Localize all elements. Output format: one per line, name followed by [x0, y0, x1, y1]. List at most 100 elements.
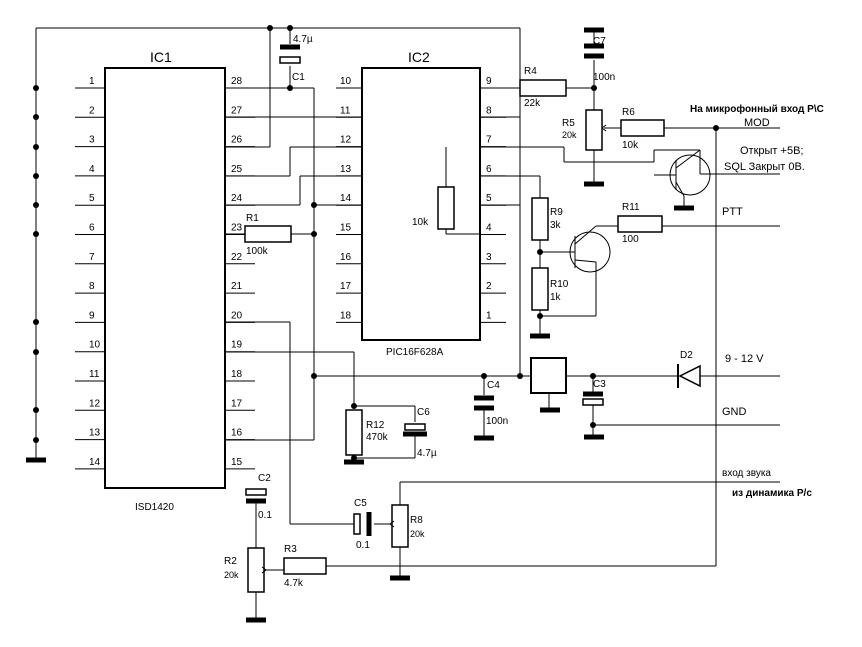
- ic1-pin-number: 13: [89, 428, 101, 439]
- c5: C5 0.1: [353, 498, 372, 551]
- ic1-pin-number: 21: [231, 281, 243, 292]
- ic1-pin-number: 20: [231, 310, 243, 321]
- ic2-pin-number: 8: [486, 105, 492, 116]
- c6-value: 4.7µ: [417, 448, 437, 459]
- label-mod: MOD: [744, 117, 770, 129]
- d2: D2: [677, 350, 701, 388]
- ic2-pin-number: 15: [340, 223, 352, 234]
- ic2-pin-number: 5: [486, 193, 492, 204]
- r12-ref: R12: [366, 420, 385, 431]
- wires: [26, 27, 780, 618]
- transistor-sql: [669, 154, 711, 196]
- c1: 4.7µ C1: [279, 34, 313, 83]
- r10: R10 1k: [531, 267, 569, 311]
- ic1-pin-number: 18: [231, 369, 243, 380]
- c6: C6 4.7µ: [403, 407, 437, 459]
- ic1-pin-number: 2: [89, 105, 95, 116]
- r5: R5 20k: [562, 109, 607, 151]
- r8-ref: R8: [410, 515, 423, 526]
- ic1-pin-number: 11: [89, 369, 100, 380]
- ic2-pin-number: 6: [486, 164, 492, 175]
- r11-value: 100: [622, 234, 639, 245]
- c5-value: 0.1: [356, 540, 370, 551]
- c4-value: 100n: [486, 416, 508, 427]
- r11: R11 100: [617, 202, 663, 245]
- ic1-part: ISD1420: [135, 502, 174, 513]
- ic1-pin-number: 23: [231, 223, 243, 234]
- c7-ref: C7: [593, 36, 606, 47]
- grounds: [26, 27, 694, 623]
- label-gnd: GND: [722, 406, 747, 418]
- ic2-pin-number: 17: [340, 281, 352, 292]
- ic1-pin-number: 26: [231, 135, 243, 146]
- signal-labels: На микрофонный вход Р\С MOD Открыт +5В; …: [690, 103, 824, 499]
- ic1-pin-number: 4: [89, 164, 95, 175]
- label-sql: SQL Закрыт 0В.: [724, 161, 805, 173]
- ic1-pin-number: 1: [89, 76, 95, 87]
- c3: C3: [582, 379, 606, 406]
- ic2-body: [361, 67, 481, 341]
- ic1-pin-number: 8: [89, 281, 95, 292]
- ic1: IC1 ISD1420 1234567891011121314282726252…: [75, 49, 255, 513]
- r9: R9 3k: [531, 197, 563, 241]
- ic2-part: PIC16F628A: [386, 347, 444, 358]
- ic2-pin-number: 2: [486, 281, 492, 292]
- ic1-pin-number: 3: [89, 135, 95, 146]
- ic2: IC2 PIC16F628A 1011121314151617189876543…: [336, 49, 506, 358]
- label-power: 9 - 12 V: [725, 353, 764, 365]
- label-speaker: из динамика Р/с: [732, 488, 812, 499]
- ic1-pin-number: 19: [231, 340, 243, 351]
- ic2-title: IC2: [408, 49, 430, 65]
- ic1-pin-number: 9: [89, 310, 95, 321]
- r2-value: 20k: [224, 570, 239, 580]
- ic1-pin-number: 6: [89, 223, 95, 234]
- ic1-pin-number: 28: [231, 76, 243, 87]
- label-mic-in: На микрофонный вход Р\С: [690, 103, 824, 115]
- r4-ref: R4: [524, 66, 537, 77]
- r10-value: 1k: [550, 292, 562, 303]
- regulator: [530, 357, 567, 394]
- label-open: Открыт +5В;: [740, 145, 803, 157]
- ic2-pin-number: 10: [340, 76, 352, 87]
- c7: C7 100n: [584, 30, 615, 83]
- ic1-title: IC1: [150, 49, 172, 65]
- transistor-ptt: [569, 231, 611, 273]
- r3-ref: R3: [284, 544, 297, 555]
- c4-ref: C4: [487, 380, 500, 391]
- r10-ref: R10: [550, 279, 569, 290]
- ic2-pin-number: 14: [340, 193, 352, 204]
- c1-value: 4.7µ: [293, 34, 313, 45]
- r2: R2 20k: [224, 547, 267, 593]
- ic1-body: [104, 67, 226, 489]
- ic1-pin-number: 7: [89, 252, 95, 263]
- r1-ref: R1: [246, 213, 259, 224]
- r2-ref: R2: [224, 556, 237, 567]
- r4-value: 22k: [524, 98, 541, 109]
- r6: R6 10k: [620, 107, 665, 151]
- ic2-pin-number: 13: [340, 164, 352, 175]
- ic2-pin-number: 11: [340, 105, 351, 116]
- ic1-pin-number: 14: [89, 457, 101, 468]
- r6-ref: R6: [622, 107, 635, 118]
- r12-value: 470k: [366, 432, 389, 443]
- ic2-pin-number: 4: [486, 223, 492, 234]
- label-audio-in: вход звука: [722, 468, 771, 479]
- c4: C4 100n: [474, 380, 508, 436]
- label-ptt: PTT: [722, 206, 743, 218]
- ic1-pin-number: 15: [231, 457, 243, 468]
- c7-value: 100n: [593, 72, 615, 83]
- ic2-pin-number: 16: [340, 252, 352, 263]
- r4: R4 22k: [519, 66, 567, 109]
- ic1-pin-number: 17: [231, 398, 243, 409]
- ic1-pin-number: 5: [89, 193, 95, 204]
- r5-ref: R5: [562, 118, 575, 129]
- r3-value: 4.7k: [284, 578, 304, 589]
- r8-value: 20k: [410, 529, 425, 539]
- ic2-pin-number: 7: [486, 135, 492, 146]
- ic1-pin-number: 10: [89, 340, 101, 351]
- ic1-pin-number: 27: [231, 105, 243, 116]
- ic2-pin-number: 1: [486, 310, 492, 321]
- r1-value: 100k: [246, 246, 269, 257]
- rx-value: 10k: [412, 217, 429, 228]
